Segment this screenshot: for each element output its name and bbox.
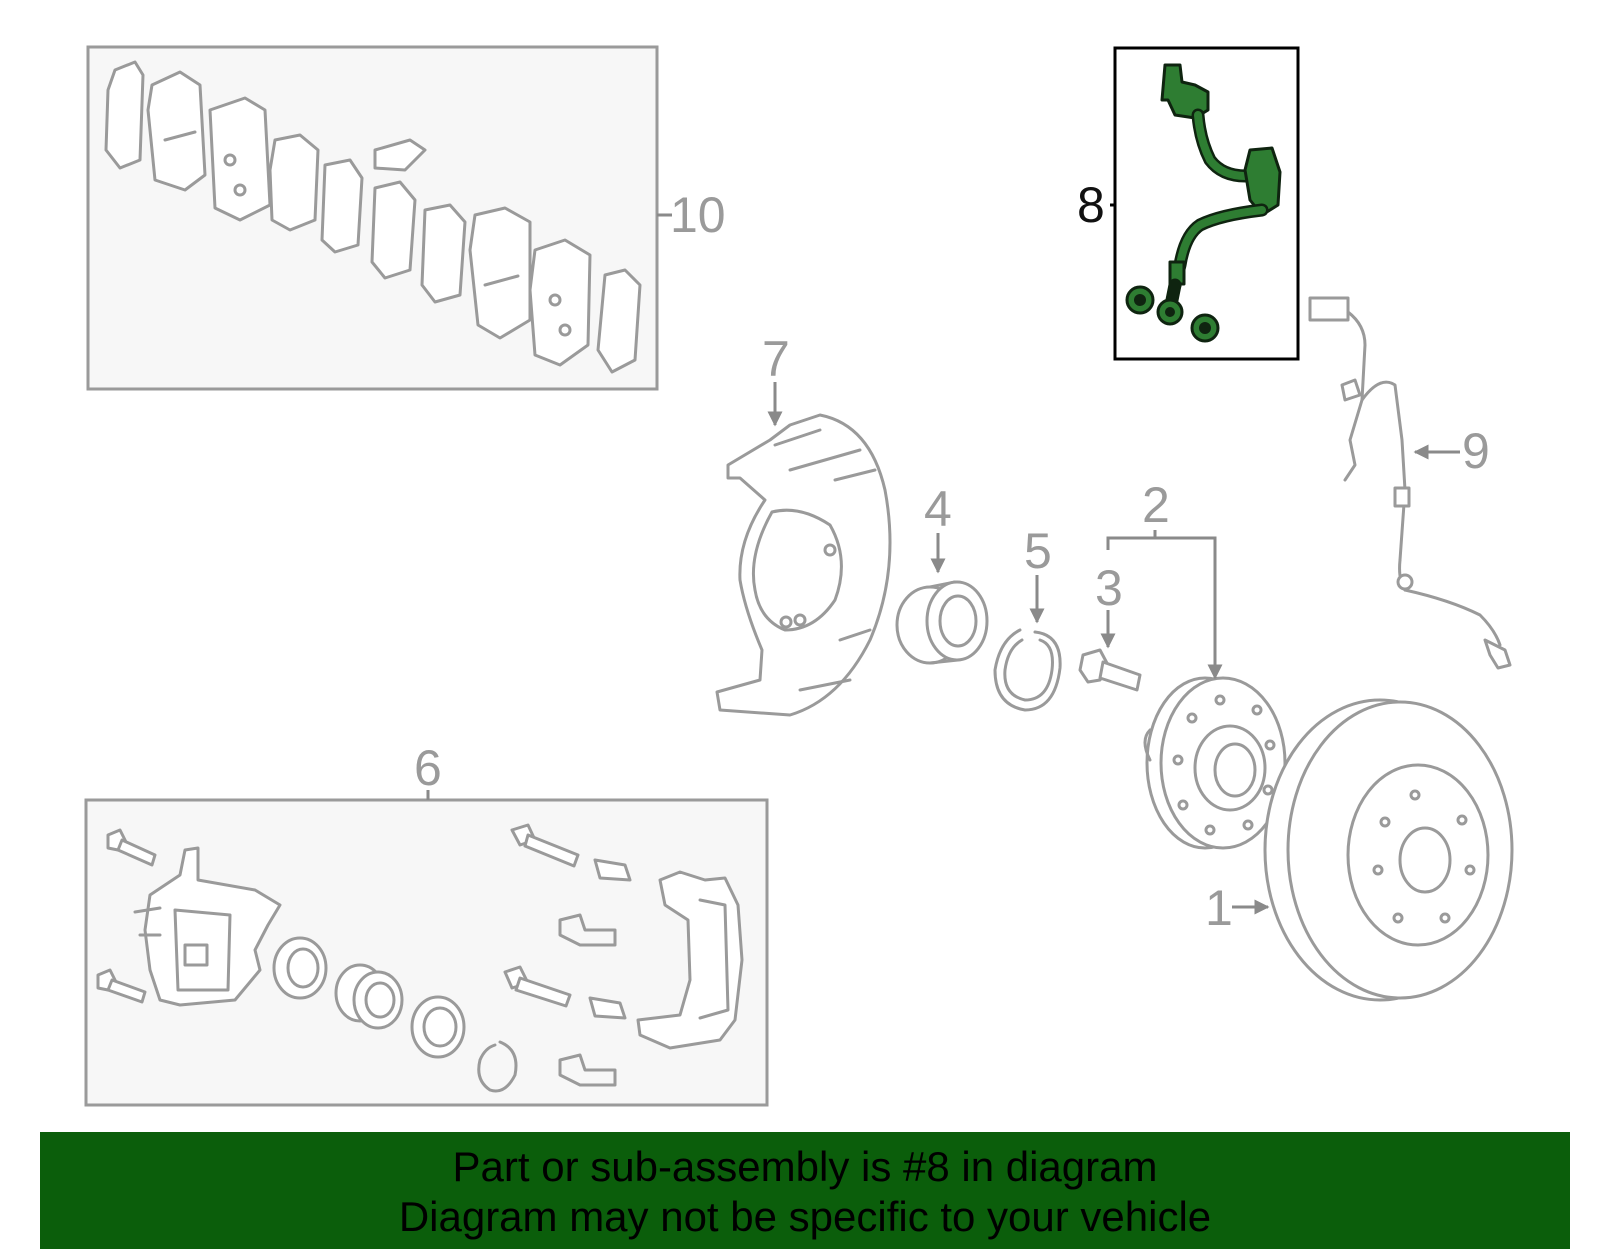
snap-ring-group[interactable]: 5 [993, 523, 1062, 712]
info-banner: Part or sub-assembly is #8 in diagram Di… [40, 1132, 1570, 1249]
callout-9: 9 [1462, 423, 1490, 479]
splash-shield-group[interactable]: 7 [715, 331, 892, 717]
caliper-assembly-group[interactable]: 6 [84, 740, 769, 1107]
brake-hose-group[interactable]: 8 [1077, 46, 1300, 361]
banner-line-1: Part or sub-assembly is #8 in diagram [452, 1143, 1158, 1190]
wheel-hub-part [1143, 676, 1287, 850]
callout-3: 3 [1095, 560, 1123, 616]
callout-6: 6 [414, 740, 442, 796]
callout-8: 8 [1077, 177, 1105, 233]
brake-rotor-group[interactable]: 1 [1205, 698, 1514, 1002]
callout-5: 5 [1024, 523, 1052, 579]
brake-pad-set-group[interactable]: 10 [86, 45, 726, 391]
brake-rotor-part [1263, 698, 1514, 1002]
callout-4: 4 [924, 481, 952, 537]
wheel-speed-sensor-group[interactable]: 9 [1308, 296, 1512, 670]
wheel-bearing-group[interactable]: 4 [895, 481, 989, 665]
callout-7: 7 [762, 331, 790, 387]
callout-2: 2 [1142, 477, 1170, 533]
brake-hose-part [1125, 63, 1282, 343]
caliper-assembly-shapes [96, 823, 744, 1093]
hub-bolt-group[interactable]: 3 [1078, 560, 1142, 692]
brake-pad-shapes [104, 60, 642, 374]
snap-ring-part [993, 628, 1062, 712]
wheel-bearing-part [895, 580, 989, 665]
wheel-hub-group[interactable]: 2 [1106, 477, 1287, 850]
callout-10: 10 [670, 187, 726, 243]
banner-line-2: Diagram may not be specific to your vehi… [398, 1193, 1212, 1240]
callout-1: 1 [1205, 880, 1233, 936]
hub-bolt-part [1078, 648, 1142, 692]
wheel-speed-sensor-part [1308, 296, 1512, 670]
splash-shield-part [715, 413, 892, 717]
